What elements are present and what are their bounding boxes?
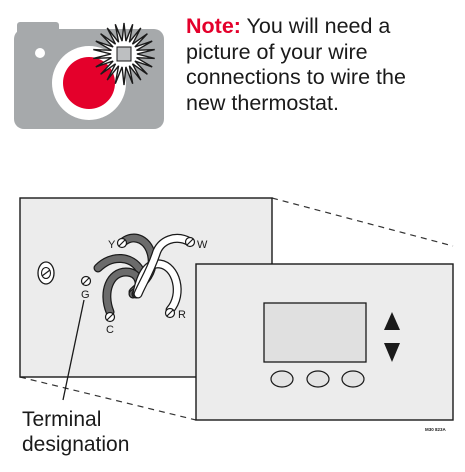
thermostat (195, 263, 454, 421)
up-arrow-icon (384, 312, 400, 330)
note-lead: Note: (186, 14, 241, 38)
terminal-c-screw (104, 311, 116, 323)
down-arrow-icon (384, 343, 400, 362)
terminal-c-label: C (106, 324, 114, 336)
terminal-r-screw (164, 307, 176, 319)
terminal-w-screw (184, 236, 196, 248)
flash-burst-icon (93, 22, 155, 86)
thermostat-button-2 (306, 370, 330, 388)
terminal-g-screw (80, 275, 92, 287)
mounting-screw (37, 261, 55, 285)
callout-line-2: designation (22, 433, 129, 456)
terminal-w-label: W (197, 239, 208, 251)
terminal-g-label: G (81, 289, 90, 301)
terminal-y-label: Y (108, 239, 116, 251)
callout-leader-line (62, 299, 85, 401)
thermostat-button-1 (270, 370, 294, 388)
note-line-4: new thermostat. (186, 90, 339, 115)
thermostat-button-3 (341, 370, 365, 388)
figure-code: M30 823A (425, 427, 447, 432)
terminal-r-label: R (178, 309, 186, 321)
wires (93, 233, 195, 317)
terminal-y-screw (116, 237, 128, 249)
callout-line-1: Terminal (22, 408, 101, 431)
terminal-screws (80, 236, 196, 323)
thermostat-display (263, 302, 367, 363)
note-line-2: picture of your wire (186, 39, 368, 64)
note-line-3: connections to wire the (186, 65, 406, 89)
note-line-1: You will need a (246, 14, 391, 38)
